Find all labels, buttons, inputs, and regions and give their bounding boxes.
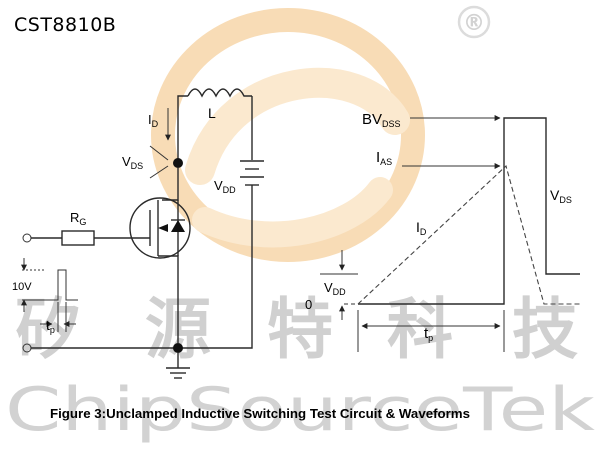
mosfet-body xyxy=(129,197,191,259)
gate-pulse xyxy=(22,269,78,301)
test-circuit: ID L VDS VDD RG 10V tp xyxy=(12,88,264,379)
pulse-amplitude-label: 10V xyxy=(12,281,32,293)
waveform-tp-label: tp xyxy=(424,325,433,343)
body-diode xyxy=(171,220,185,232)
zero-label: 0 xyxy=(305,297,312,312)
waveforms: BVDSS IAS ID VDS VDD 0 tp xyxy=(305,111,582,352)
vds-tick-up xyxy=(149,145,169,161)
vds-waveform xyxy=(358,117,580,305)
watermark-chinese: 矽 源 特 科 技 xyxy=(15,290,578,368)
gate-resistor xyxy=(61,230,95,246)
source-node xyxy=(173,343,183,353)
waveform-id-label: ID xyxy=(416,219,427,237)
watermark-english: ChipSourceTek xyxy=(5,375,595,445)
part-number: CST8810B xyxy=(14,14,117,36)
waveform-vds-label: VDS xyxy=(550,187,572,205)
drain-node xyxy=(173,158,183,168)
circuit-vds-label: VDS xyxy=(122,154,143,171)
watermark-char-4: 科 xyxy=(387,290,453,368)
watermark-char-5: 技 xyxy=(512,290,578,368)
bvdss-label: BVDSS xyxy=(362,111,401,129)
vds-tick-down xyxy=(149,165,169,179)
mosfet-arrow xyxy=(158,224,168,232)
inductor-label: L xyxy=(208,105,216,121)
circuit-vdd-label: VDD xyxy=(214,178,236,195)
circuit-id-label: ID xyxy=(148,112,159,129)
watermark-char-3: 特 xyxy=(267,290,333,368)
registered-mark: ® xyxy=(457,5,491,39)
ias-label: IAS xyxy=(376,149,392,167)
gate-resistor-label: RG xyxy=(70,210,86,227)
figure-caption: Figure 3:Unclamped Inductive Switching T… xyxy=(50,407,470,421)
inductor-symbol xyxy=(187,88,252,98)
watermark-logo xyxy=(151,8,425,262)
id-waveform xyxy=(357,164,582,305)
waveform-vdd-label: VDD xyxy=(324,280,346,297)
vdd-rail-bottom xyxy=(178,185,253,349)
input-terminal xyxy=(22,233,32,243)
circuit-tp-label: tp xyxy=(46,317,55,335)
drain-wire xyxy=(177,95,188,163)
registered-symbol: ® xyxy=(463,11,485,36)
